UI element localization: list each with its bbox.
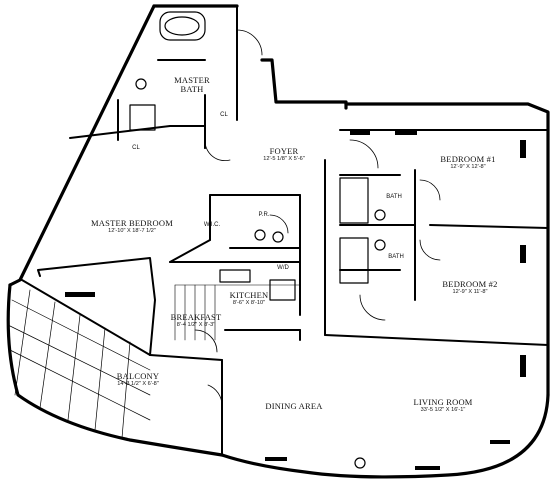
room-label-bedroom-1: BEDROOM #1 12'-9" X 12'-8" — [440, 154, 496, 170]
room-label-bedroom-2: BEDROOM #2 12'-9" X 11'-8" — [442, 279, 498, 295]
powder-room-tag: P.R. — [258, 212, 270, 218]
interior-walls — [21, 5, 549, 456]
windows — [65, 130, 526, 470]
living-curved-wall — [220, 393, 550, 479]
closet-tag-2: CL — [132, 145, 140, 151]
master-wing-west-wall — [8, 4, 156, 287]
fixtures — [129, 11, 386, 301]
bath-tag-2: BATH — [388, 254, 404, 260]
master-tub — [159, 11, 206, 41]
walk-in-closet-tag: W.I.C. — [203, 222, 221, 228]
balcony-grid — [7, 289, 151, 439]
door-swings — [194, 29, 441, 406]
balcony-curved-edge — [6, 283, 224, 457]
column — [354, 457, 366, 469]
bath-tag-1: BATH — [386, 194, 402, 200]
bedroom-east-wall — [344, 102, 550, 397]
room-label-dining-area: DINING AREA — [265, 401, 323, 411]
kitchen-floor-hatch — [174, 284, 301, 341]
room-label-breakfast: BREAKFAST 8'-4 1/2" X 8'-3" — [170, 312, 222, 328]
foyer-north-wall — [260, 58, 348, 110]
room-label-master-bath: MASTER BATH — [174, 75, 210, 94]
closet-tag-1: CL — [220, 112, 228, 118]
room-label-kitchen: KITCHEN 8'-6" X 8'-10" — [229, 290, 269, 306]
washer-dryer-tag: W/D — [277, 265, 289, 271]
room-label-master-bedroom: MASTER BEDROOM 12'-10" X 18'-7 1/2" — [91, 218, 173, 234]
exterior-walls — [6, 4, 550, 479]
room-label-balcony: BALCONY 14'-3 1/2" X 6'-8" — [116, 371, 160, 387]
room-label-living-room: LIVING ROOM 33'-5 1/2" X 16'-1" — [413, 397, 473, 413]
room-label-foyer: FOYER 12'-5 1/8" X 5'-6" — [263, 146, 305, 162]
